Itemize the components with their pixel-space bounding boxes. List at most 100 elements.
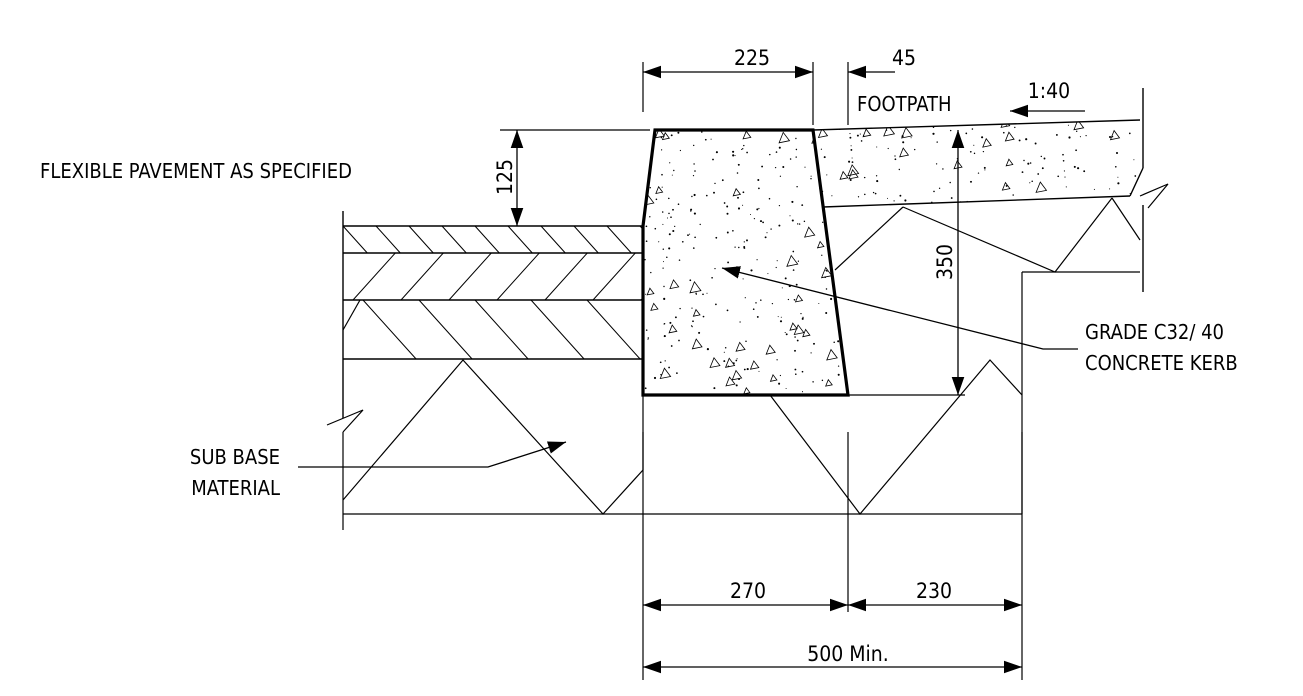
aggregate-dot — [810, 175, 812, 177]
aggregate-dot — [758, 207, 760, 210]
aggregate-dot — [782, 165, 785, 169]
aggregate-dot — [1062, 159, 1065, 162]
aggregate-dot — [826, 174, 828, 176]
aggregate-dot — [969, 150, 972, 153]
aggregate-dot — [744, 297, 746, 299]
aggregate-dot — [1062, 153, 1064, 156]
aggregate-stone — [825, 378, 833, 387]
hatch-stroke — [441, 225, 467, 254]
aggregate-dot — [723, 202, 726, 204]
aggregate-dot — [856, 134, 859, 137]
aggregate-stone — [669, 279, 680, 290]
aggregate-dot — [981, 136, 984, 139]
aggregate-dot — [784, 277, 787, 280]
aggregate-dot — [679, 149, 682, 152]
aggregate-dot — [778, 205, 781, 207]
kerb-leader — [721, 266, 1078, 350]
aggregate-dot — [818, 303, 820, 304]
aggregate-dot — [736, 358, 738, 360]
aggregate-dot — [821, 254, 823, 256]
aggregate-dot — [769, 153, 771, 156]
aggregate-dot — [743, 144, 745, 147]
aggregate-dot — [672, 208, 674, 211]
aggregate-stone — [901, 126, 913, 139]
hatch-stroke — [496, 252, 540, 301]
label-sub-base: SUB BASE — [190, 445, 280, 469]
aggregate-dot — [1077, 167, 1080, 170]
aggregate-dot — [973, 144, 975, 146]
aggregate-dot — [781, 287, 783, 289]
aggregate-dot — [859, 133, 861, 135]
aggregate-stone — [786, 254, 799, 267]
aggregate-dot — [664, 360, 666, 362]
aggregate-dot — [874, 124, 876, 126]
aggregate-dot — [933, 190, 935, 193]
aggregate-dot — [735, 266, 739, 269]
aggregate-dot — [645, 225, 648, 228]
aggregate-dot — [681, 240, 684, 243]
aggregate-stone — [731, 369, 743, 381]
aggregate-dot — [771, 302, 774, 305]
aggregate-dot — [737, 196, 739, 199]
aggregate-stone — [735, 341, 746, 352]
pavement-hatch — [342, 225, 644, 360]
aggregate-dot — [764, 236, 767, 239]
hatch-stroke — [448, 252, 492, 301]
aggregate-dot — [668, 197, 670, 200]
aggregate-dot — [693, 247, 695, 249]
aggregate-dot — [936, 141, 938, 143]
aggregate-dot — [1133, 159, 1135, 161]
aggregate-dot — [984, 169, 986, 171]
aggregate-dot — [949, 181, 951, 184]
aggregate-dot — [863, 176, 866, 179]
aggregate-dot — [792, 250, 795, 253]
aggregate-dot — [732, 229, 734, 232]
aggregate-dot — [768, 197, 771, 200]
aggregate-dot — [687, 234, 689, 237]
aggregate-dot — [1075, 149, 1077, 152]
aggregate-dot — [893, 200, 895, 202]
aggregate-dot — [932, 132, 935, 135]
aggregate-dot — [849, 136, 852, 139]
aggregate-dot — [668, 247, 671, 250]
aggregate-dot — [649, 187, 651, 189]
aggregate-dot — [1029, 182, 1031, 184]
aggregate-dot — [795, 137, 797, 140]
aggregate-dot — [848, 124, 851, 127]
aggregate-dot — [774, 166, 777, 169]
aggregate-dot — [791, 219, 794, 222]
aggregate-dot — [775, 266, 777, 269]
dimension-lines — [510, 65, 1085, 674]
aggregate-dot — [797, 260, 800, 262]
footpath-concrete-texture — [815, 120, 1140, 207]
aggregate-dot — [1029, 162, 1032, 164]
aggregate-dot — [851, 161, 854, 164]
aggregate-dot — [850, 145, 852, 147]
aggregate-dot — [752, 308, 755, 311]
aggregate-dot — [693, 163, 695, 165]
aggregate-dot — [741, 148, 744, 150]
aggregate-dot — [736, 172, 739, 174]
dim-230: 230 — [916, 579, 952, 603]
aggregate-dot — [844, 135, 846, 137]
aggregate-dot — [836, 247, 838, 249]
aggregate-dot — [698, 331, 701, 334]
aggregate-dot — [775, 151, 778, 153]
label-fall: 1:40 — [1028, 79, 1070, 103]
aggregate-stone — [793, 324, 805, 336]
aggregate-stone — [742, 130, 752, 140]
aggregate-dot — [713, 387, 716, 390]
aggregate-dot — [669, 162, 671, 164]
aggregate-dot — [658, 241, 660, 243]
aggregate-dot — [706, 292, 708, 294]
aggregate-dot — [670, 216, 672, 218]
dim-45: 45 — [892, 46, 916, 70]
aggregate-stone — [691, 338, 703, 350]
aggregate-dot — [714, 182, 716, 185]
aggregate-dot — [1128, 132, 1131, 135]
hatch-stroke — [418, 299, 473, 360]
aggregate-dot — [668, 233, 671, 236]
aggregate-dot — [787, 298, 790, 301]
dim-270: 270 — [730, 579, 766, 603]
aggregate-dot — [778, 224, 781, 227]
